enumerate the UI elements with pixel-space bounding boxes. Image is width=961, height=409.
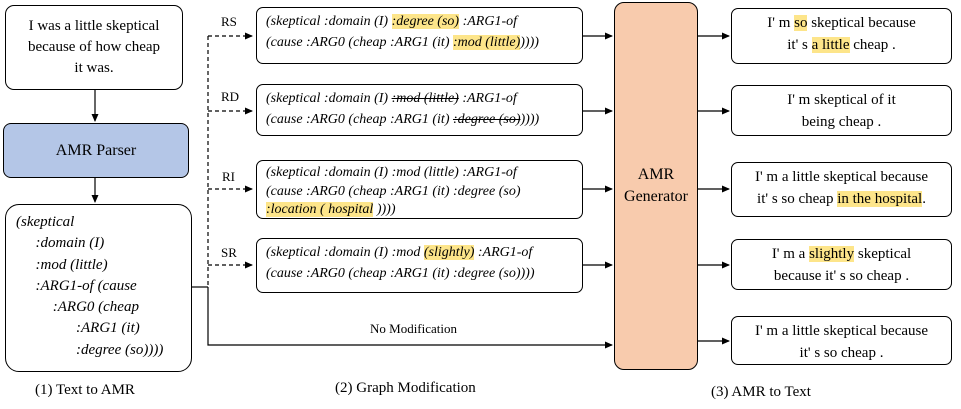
output-line: it' s so cheap in the hospital. xyxy=(757,191,926,207)
no-modification-label: No Modification xyxy=(370,321,458,336)
rd-line-1: (skeptical :domain (I) :mod (little) :AR… xyxy=(266,91,517,106)
label-ri: RI xyxy=(222,169,235,184)
amr-graph-line: :ARG1 (it) xyxy=(46,320,140,337)
output-line: it' s a little cheap . xyxy=(787,37,896,53)
amr-generator-box: AMR Generator xyxy=(614,2,698,370)
output-highlight: slightly xyxy=(809,246,855,262)
output-sentence-box: I' m a little skeptical because it' s so… xyxy=(731,162,952,217)
caption-amr-to-text: (3) AMR to Text xyxy=(711,384,811,400)
label-rs: RS xyxy=(221,14,237,29)
label-rd: RD xyxy=(221,89,240,104)
output-line: because it' s so cheap . xyxy=(773,268,910,284)
rs-graph-box: (skeptical :domain (I) :degree (so) :ARG… xyxy=(256,7,583,64)
rd-deleted-mod: :mod (little) xyxy=(391,91,459,106)
output-line: I' m so skeptical because xyxy=(767,15,916,31)
generator-label: AMR xyxy=(637,166,675,183)
sr-replaced-mod: (slightly) xyxy=(423,245,475,260)
ri-line-1: (skeptical :domain (I) :mod (little) :AR… xyxy=(266,165,517,180)
rs-line-1: (skeptical :domain (I) :degree (so) :ARG… xyxy=(266,14,518,29)
rd-deleted-degree: :degree (so) xyxy=(452,112,521,127)
amr-graph-line: :mod (little) xyxy=(28,256,108,273)
output-line: it' s so cheap . xyxy=(799,345,884,361)
amr-graph-line: :domain (I) xyxy=(28,235,105,252)
ri-line-3: :location ( hospital )))) xyxy=(266,202,396,217)
generator-label: Generator xyxy=(624,188,688,205)
ri-graph-box: (skeptical :domain (I) :mod (little) :AR… xyxy=(256,160,583,219)
output-highlight: a little xyxy=(811,37,850,53)
output-sentence-box: I' m a little skeptical because it' s so… xyxy=(731,316,952,365)
rs-line-2: (cause :ARG0 (cheap :ARG1 (it) :mod (lit… xyxy=(266,35,539,50)
rs-inserted-mod: :mod (little) xyxy=(452,35,521,50)
arrow-no-modification xyxy=(207,287,613,349)
rs-inserted-degree: :degree (so) xyxy=(391,14,460,29)
sr-line-1: (skeptical :domain (I) :mod (slightly) :… xyxy=(266,245,533,260)
rd-graph-box: (skeptical :domain (I) :mod (little) :AR… xyxy=(256,84,583,136)
output-line: I' m skeptical of it xyxy=(787,92,896,108)
amr-graph-line: :ARG0 (cheap xyxy=(34,299,139,316)
amr-graph-line: (skeptical xyxy=(16,214,75,230)
output-sentence-box: I' m skeptical of it being cheap . xyxy=(731,85,952,136)
output-highlight: in the hospital xyxy=(837,191,923,207)
amr-parser-label: AMR Parser xyxy=(55,141,137,159)
sr-line-2: (cause :ARG0 (cheap :ARG1 (it) :degree (… xyxy=(266,266,535,281)
ri-line-2: (cause :ARG0 (cheap :ARG1 (it) :degree (… xyxy=(266,183,521,199)
input-line: because of how cheap xyxy=(27,39,161,55)
caption-graph-modification: (2) Graph Modification xyxy=(335,380,476,396)
input-line: I was a little skeptical xyxy=(28,18,160,34)
caption-text-to-amr: (1) Text to AMR xyxy=(35,382,135,398)
output-sentence-box: I' m so skeptical because it' s a little… xyxy=(731,8,952,64)
ri-inserted-location: :location ( hospital xyxy=(266,202,374,217)
sr-graph-box: (skeptical :domain (I) :mod (slightly) :… xyxy=(256,238,583,293)
label-sr: SR xyxy=(221,245,237,260)
amr-parser-box: AMR Parser xyxy=(3,123,189,178)
rd-line-2: (cause :ARG0 (cheap :ARG1 (it) :degree (… xyxy=(266,112,540,127)
output-line: I' m a slightly skeptical xyxy=(771,246,912,262)
output-line: I' m a little skeptical because xyxy=(754,323,929,339)
output-line: being cheap . xyxy=(801,114,882,130)
amr-graph-line: :ARG1-of (cause xyxy=(28,277,137,294)
amr-graph-line: :degree (so)))) xyxy=(46,341,164,358)
output-sentence-box: I' m a slightly skeptical because it' s … xyxy=(731,239,952,290)
input-line: it was. xyxy=(74,60,114,76)
input-sentence-box: I was a little skeptical because of how … xyxy=(5,5,183,90)
output-highlight: so xyxy=(794,15,808,31)
output-line: I' m a little skeptical because xyxy=(754,169,929,185)
amr-graph-box: (skeptical :domain (I) :mod (little) :AR… xyxy=(5,204,192,372)
